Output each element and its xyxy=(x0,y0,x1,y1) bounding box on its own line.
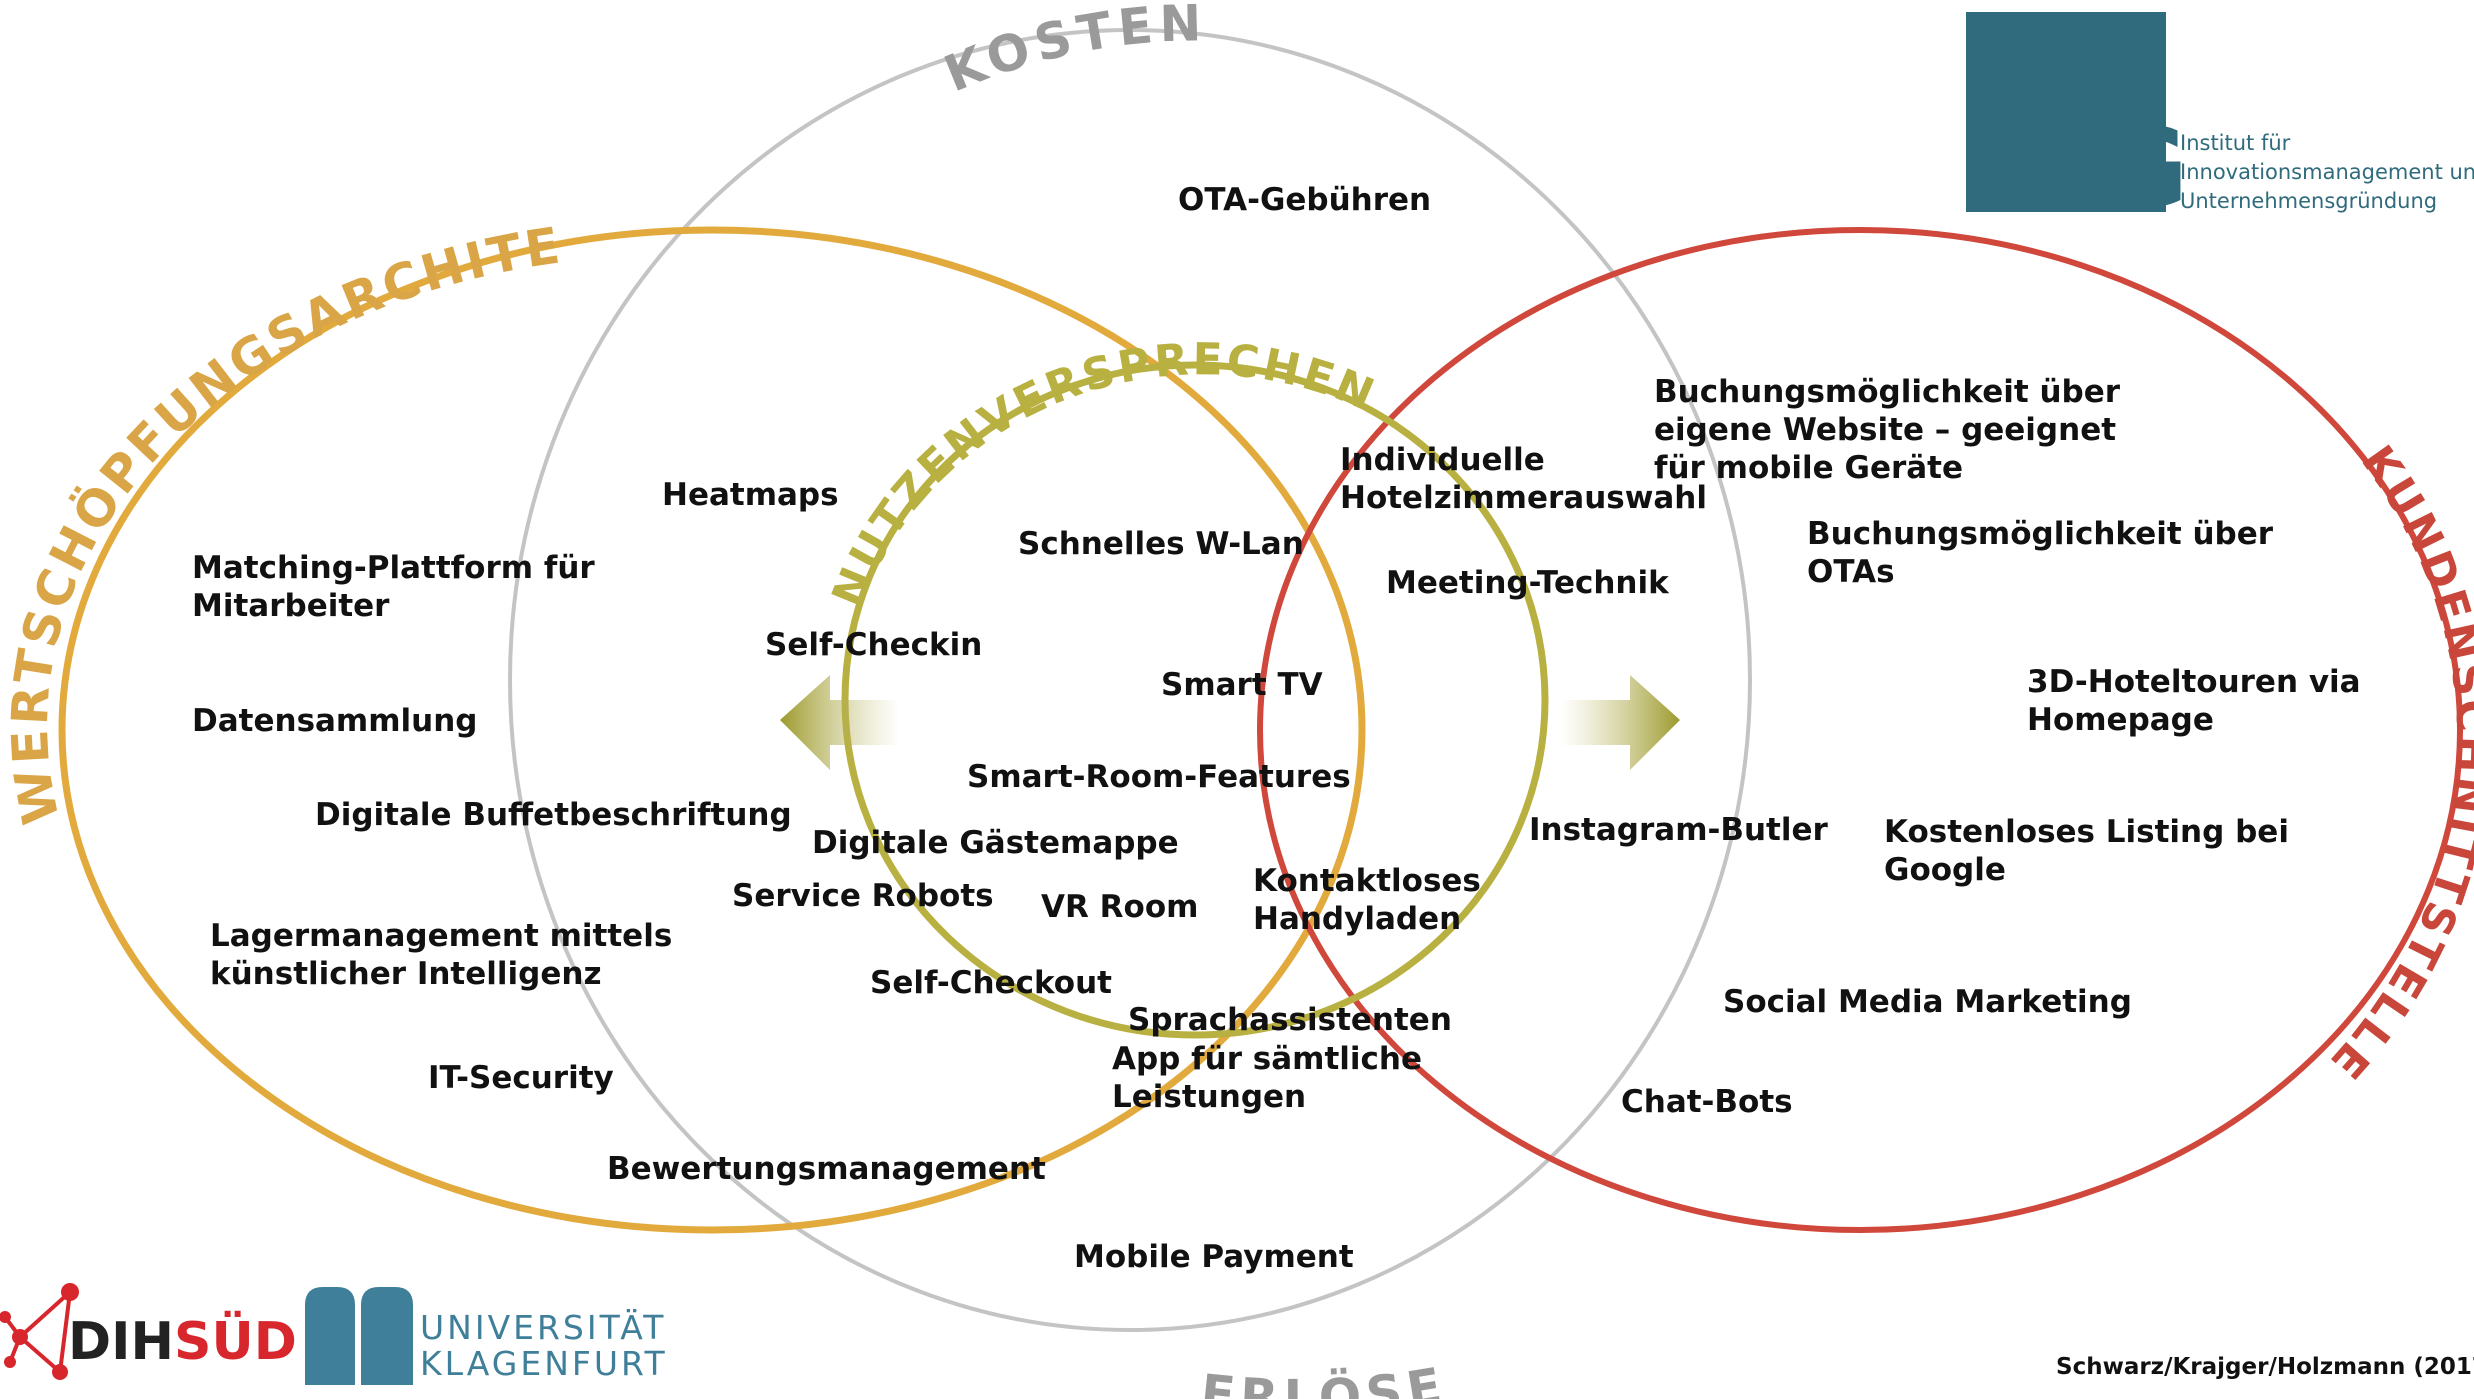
dihsued-logo-part1: DIH xyxy=(68,1312,175,1372)
item-matching-line2: Mitarbeiter xyxy=(192,588,390,624)
item-mobile-payment: Mobile Payment xyxy=(1074,1239,1354,1275)
item-gaestemappe: Digitale Gästemappe xyxy=(812,825,1179,861)
item-wlan: Schnelles W-Lan xyxy=(1018,526,1304,562)
item-self-checkin: Self-Checkin xyxy=(765,627,983,663)
item-individuelle-line1: Individuelle xyxy=(1340,442,1545,478)
item-buchung-web-line1: Buchungsmöglichkeit über xyxy=(1654,374,2121,410)
arrow-right-icon xyxy=(1560,675,1680,770)
item-listing-line1: Kostenloses Listing bei xyxy=(1884,814,2289,850)
value-architecture-circle xyxy=(58,226,1366,1234)
item-bewertung: Bewertungsmanagement xyxy=(607,1151,1046,1187)
source-credit: Schwarz/Krajger/Holzmann (2017) xyxy=(2056,1354,2474,1380)
dihsued-logo: DIHSÜD xyxy=(68,1312,297,1372)
iug-logo-line3: Unternehmensgründung xyxy=(2180,189,2438,213)
iug-logo-mark: IUG xyxy=(1964,104,2191,232)
item-chatbots: Chat-Bots xyxy=(1621,1084,1793,1120)
item-listing-line2: Google xyxy=(1884,852,2006,888)
item-smart-tv: Smart TV xyxy=(1161,667,1323,703)
costs-circle-label: KOSTEN xyxy=(937,0,1209,103)
item-buchung-web-line3: für mobile Geräte xyxy=(1654,450,1964,486)
revenue-circle-label: ERLÖSE xyxy=(1198,1356,1452,1399)
arrow-left-icon xyxy=(780,675,900,770)
item-matching-line1: Matching-Plattform für xyxy=(192,550,595,586)
customer-interface-label: KUNDENSCHNITTSTELLE xyxy=(2319,437,2474,1091)
iug-logo-block xyxy=(1966,12,2166,212)
uni-logo-line2: KLAGENFURT xyxy=(420,1344,668,1383)
item-buchung-ota-line2: OTAs xyxy=(1807,554,1895,590)
item-meeting: Meeting-Technik xyxy=(1386,565,1669,601)
item-service-robots: Service Robots xyxy=(732,878,994,914)
item-social: Social Media Marketing xyxy=(1723,984,2132,1020)
iug-logo-line1: Institut für xyxy=(2180,131,2291,155)
item-instagram: Instagram-Butler xyxy=(1529,812,1828,848)
dihsued-network-icon xyxy=(0,1283,79,1380)
customer-interface-circle xyxy=(1257,227,2463,1233)
item-lager-line1: Lagermanagement mittels xyxy=(210,918,673,954)
item-app-line2: Leistungen xyxy=(1112,1079,1307,1115)
uni-logo-line1: UNIVERSITÄT xyxy=(420,1308,667,1347)
item-buchung-web-line2: eigene Website – geeignet xyxy=(1654,412,2117,448)
item-datensammlung: Datensammlung xyxy=(192,703,478,739)
iug-logo-line2: Innovationsmanagement und xyxy=(2180,160,2474,184)
item-hoteltouren-line2: Homepage xyxy=(2027,702,2214,738)
item-buffet: Digitale Buffetbeschriftung xyxy=(315,797,792,833)
item-ota-gebuehren: OTA-Gebühren xyxy=(1178,182,1432,218)
item-hoteltouren-line1: 3D-Hoteltouren via xyxy=(2027,664,2361,700)
value-proposition-label: NUTZENVERSPRECHEN xyxy=(822,334,1383,614)
item-sprachassistenten: Sprachassistenten xyxy=(1128,1002,1452,1038)
item-lager-line2: künstlicher Intelligenz xyxy=(210,956,602,992)
costs-circle xyxy=(508,28,1752,1332)
item-self-checkout: Self-Checkout xyxy=(870,965,1112,1001)
uni-klagenfurt-emblem-icon xyxy=(305,1287,413,1385)
item-individuelle-line2: Hotelzimmerauswahl xyxy=(1340,480,1707,516)
item-buchung-ota-line1: Buchungsmöglichkeit über xyxy=(1807,516,2274,552)
item-app-line1: App für sämtliche xyxy=(1112,1041,1423,1077)
dihsued-logo-part2: SÜD xyxy=(174,1312,297,1372)
item-heatmaps: Heatmaps xyxy=(662,477,839,513)
item-smart-room: Smart-Room-Features xyxy=(967,759,1351,795)
item-vr-room: VR Room xyxy=(1041,889,1199,925)
item-kontaktlos-line1: Kontaktloses xyxy=(1253,863,1481,899)
item-kontaktlos-line2: Handyladen xyxy=(1253,901,1462,937)
item-it-security: IT-Security xyxy=(428,1060,614,1096)
